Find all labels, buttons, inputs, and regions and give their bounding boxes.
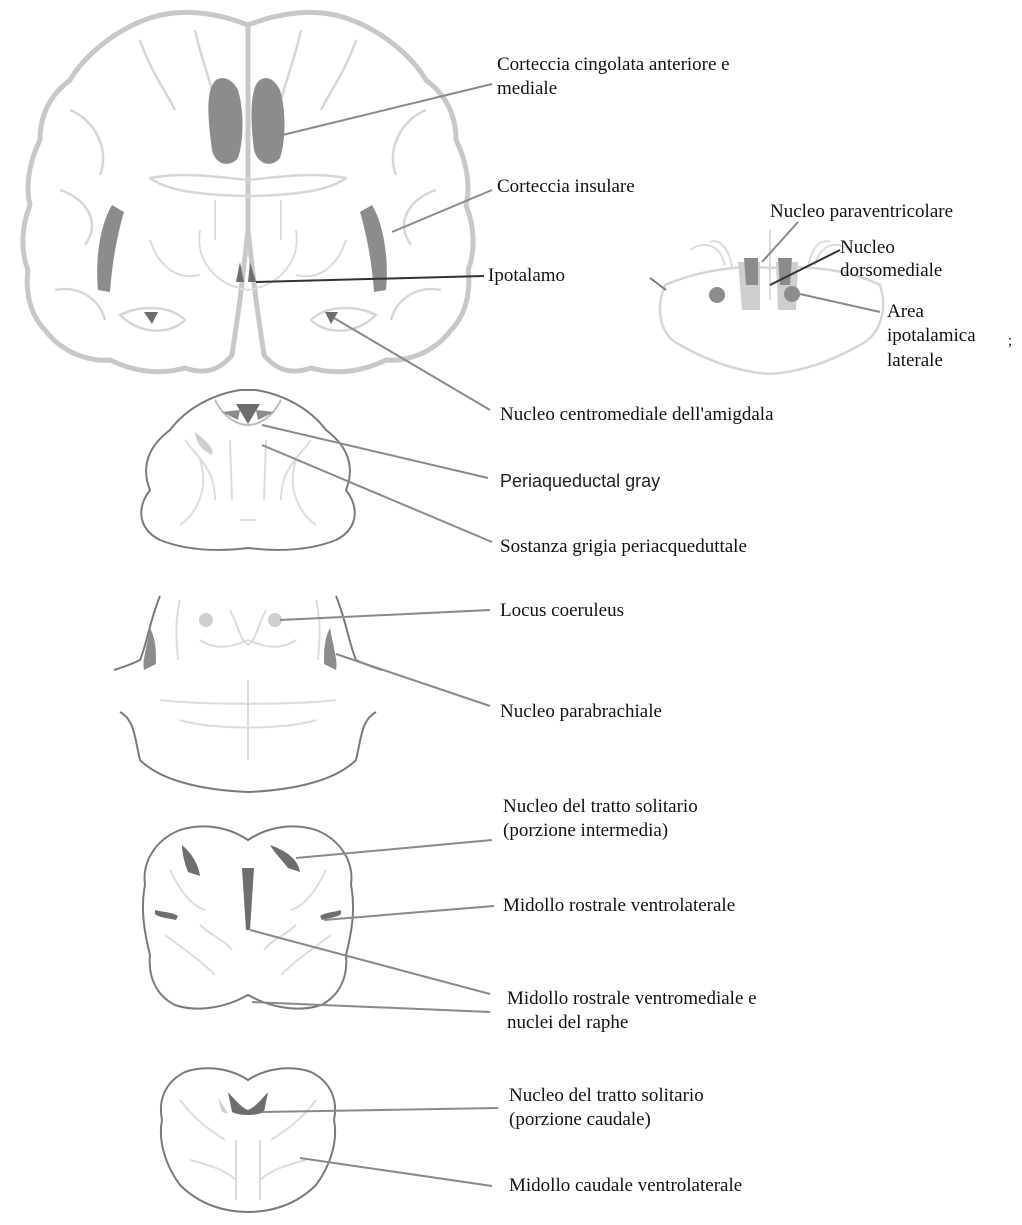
leader-pag-en [262,425,488,478]
leader-paraventricular [762,222,798,262]
label-insula: Corteccia insulare [497,175,635,198]
label-pag-it: Sostanza grigia periacqueduttale [500,535,747,558]
label-locus: Locus coeruleus [500,599,624,622]
label-lateral-area-line1: Area [887,300,924,323]
label-dorsomedial-line2: dorsomediale [840,259,942,282]
label-dorsomedial-line1: Nucleo [840,236,895,259]
leader-nts-caudal [262,1108,498,1112]
label-rvmm-line1: Midollo rostrale ventromediale e [507,987,757,1010]
caudal-medulla-section [161,1068,498,1212]
leader-parabrachial [336,654,490,706]
leader-hypothalamus [256,276,484,282]
leader-pag-it [262,445,492,542]
label-pag-en: Periaqueductal gray [500,470,660,493]
pons-section [114,596,490,792]
label-stray-mark: ; [1008,330,1012,353]
label-amygdala: Nucleo centromediale dell'amigdala [500,403,774,426]
leader-lateral-area [800,294,880,312]
rostral-medulla-section [143,826,494,1012]
label-nts-intermediate-line1: Nucleo del tratto solitario [503,795,698,818]
label-nts-intermediate-line2: (porzione intermedia) [503,819,668,842]
label-cingulate-line1: Corteccia cingolata anteriore e [497,53,730,76]
leader-raphe [252,1002,490,1012]
leader-rvmm [250,930,490,994]
label-rvlm: Midollo rostrale ventrolaterale [503,894,735,917]
label-nts-caudal-line1: Nucleo del tratto solitario [509,1084,704,1107]
leader-nts-intermediate [296,840,492,858]
label-cvlm: Midollo caudale ventrolaterale [509,1174,742,1197]
coronal-forebrain-section [23,12,492,410]
leader-locus [280,610,490,620]
label-paraventricular: Nucleo paraventricolare [770,200,953,223]
label-lateral-area-line2: ipotalamica [887,324,976,347]
leader-cvlm [300,1158,492,1186]
leader-amygdala [334,318,490,410]
label-rvmm-line2: nuclei del raphe [507,1011,628,1034]
label-parabrachial: Nucleo parabrachiale [500,700,662,723]
label-cingulate-line2: mediale [497,77,557,100]
midbrain-section [141,390,492,550]
label-nts-caudal-line2: (porzione caudale) [509,1108,651,1131]
label-hypothalamus: Ipotalamo [488,264,565,287]
label-lateral-area-line3: laterale [887,349,943,372]
leader-rvlm [324,906,494,920]
